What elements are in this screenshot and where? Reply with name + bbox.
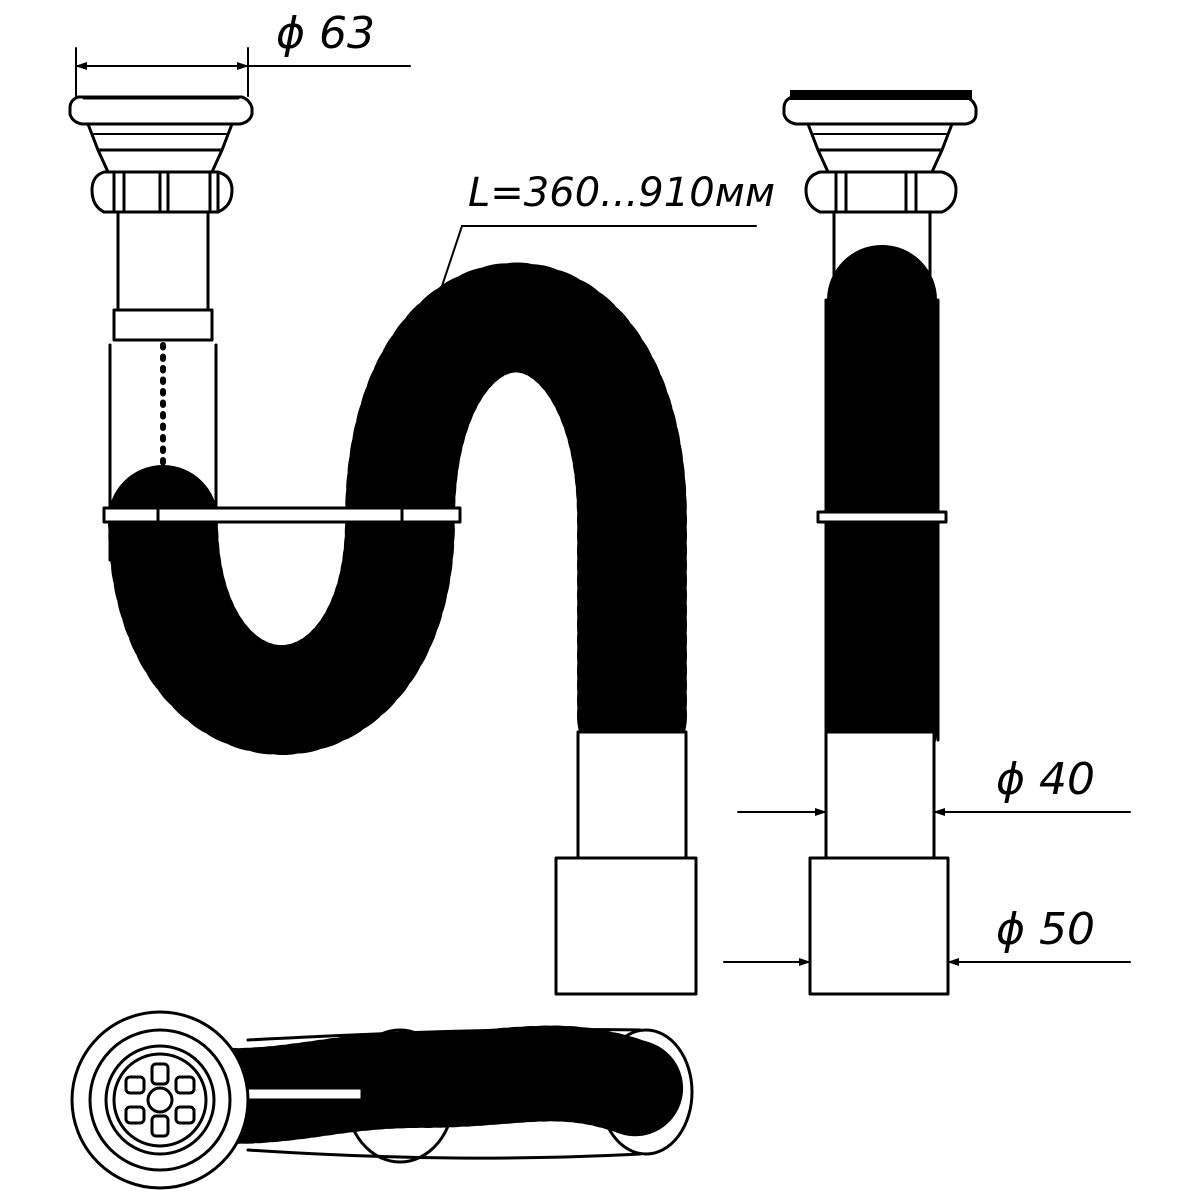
top-view [70, 1010, 694, 1190]
hose-length-label: L=360...910мм [468, 170, 775, 216]
inlet-dimension [75, 47, 411, 97]
front-holder-clip [102, 506, 462, 524]
front-outlet-pipe [554, 730, 698, 996]
top-holder-clip [230, 1086, 364, 1102]
outlet-40-label: ϕ 40 [996, 754, 1095, 805]
front-view: ϕ 63 L=360...910мм [68, 8, 775, 996]
inlet-diameter-label: ϕ 63 [276, 8, 375, 59]
side-outlet-pipe [808, 730, 950, 996]
outlet-50-label: ϕ 50 [996, 904, 1095, 955]
grate-holes [124, 1062, 196, 1138]
front-coupling-nut [90, 170, 234, 214]
top-drain-grate [70, 1010, 250, 1190]
side-view: ϕ 40 ϕ 50 [723, 90, 1131, 996]
front-drain-flange [68, 95, 254, 174]
side-holder-clip [816, 510, 948, 524]
side-drain-flange [782, 90, 978, 174]
front-inlet-tube [112, 210, 214, 342]
front-hose-leader [429, 225, 757, 323]
side-coupling-nut [804, 170, 958, 214]
